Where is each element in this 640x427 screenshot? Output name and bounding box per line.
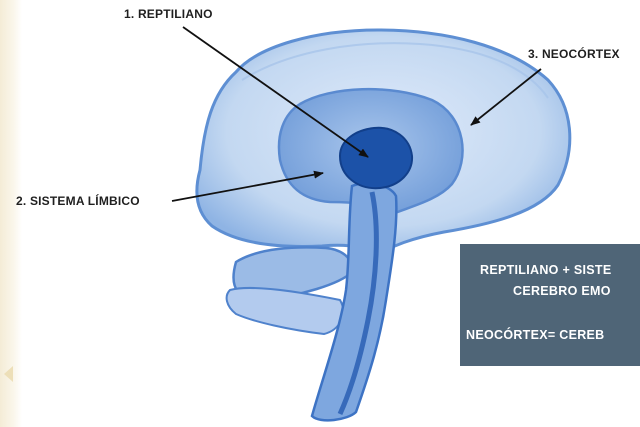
info-box: REPTILIANO + SISTE CEREBRO EMO NEOCÓRTEX… (460, 244, 640, 366)
info-box-line-3: NEOCÓRTEX= CEREB (466, 328, 605, 342)
label-sistema-limbico: 2. SISTEMA LÍMBICO (16, 194, 140, 208)
info-box-line-1: REPTILIANO + SISTE (480, 263, 611, 277)
info-box-line-2: CEREBRO EMO (513, 284, 611, 298)
reptilian-brain-shape (340, 128, 412, 188)
label-reptiliano: 1. REPTILIANO (124, 7, 213, 21)
label-neocortex: 3. NEOCÓRTEX (528, 47, 620, 61)
cerebellum-shape-2 (227, 288, 344, 334)
